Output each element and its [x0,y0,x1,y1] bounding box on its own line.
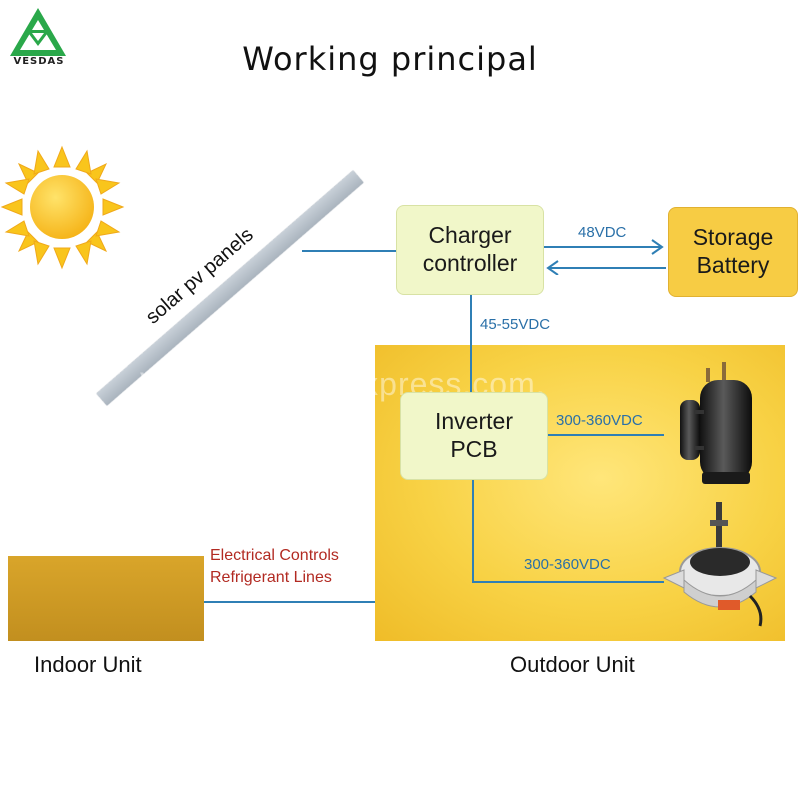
charger-controller-box: Charger controller [396,205,544,295]
inverter-to-fan-horizontal-line [472,581,664,583]
indoor-to-outdoor-line [204,601,375,603]
inverter-to-compressor-line [546,434,664,436]
sun-icon [0,145,125,270]
compressor-icon [680,362,752,484]
vesdas-logo-icon [10,8,66,56]
controller-inverter-voltage-label: 45-55VDC [480,316,551,333]
electrical-controls-label: Electrical Controls Refrigerant Lines [210,547,339,586]
outdoor-unit-label: Outdoor Unit [510,652,635,677]
inverter-to-fan-vertical-line [472,478,474,582]
compressor-voltage-label: 300-360VDC [556,412,643,429]
storage-battery-box: Storage Battery [668,207,798,297]
fan-motor-icon [662,502,778,627]
controller-to-inverter-line [470,293,472,392]
battery-arrows [544,239,666,275]
page-title: Working principal [242,40,538,78]
indoor-unit-label: Indoor Unit [34,652,142,677]
fan-motor-voltage-label: 300-360VDC [524,556,611,573]
logo-text: VESDAS [13,56,65,67]
panel-to-controller-line [302,250,396,252]
battery-voltage-label: 48VDC [578,224,627,241]
inverter-pcb-box: Inverter PCB [400,392,548,480]
indoor-unit-box [8,556,204,641]
solar-panel-label: solar pv panels [141,223,258,329]
